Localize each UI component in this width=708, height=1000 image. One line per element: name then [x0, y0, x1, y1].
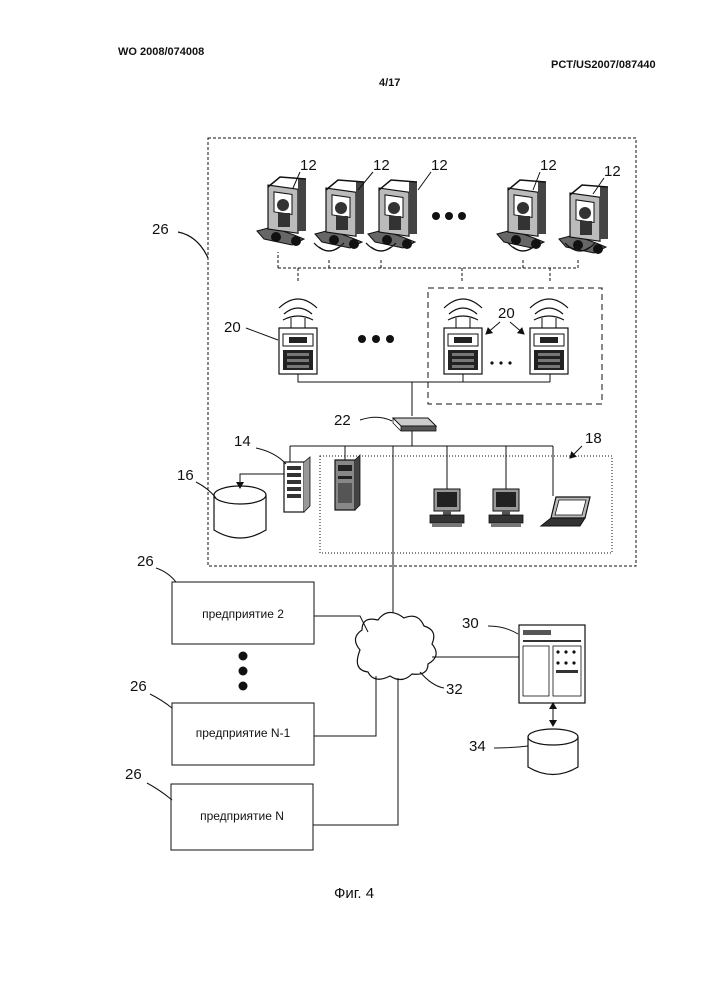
internet-cloud-icon — [355, 612, 436, 679]
label-access-point: 20 — [224, 319, 241, 336]
label-database: 16 — [177, 467, 194, 484]
label-enterprise: 26 — [137, 553, 154, 570]
forklift-icon — [257, 177, 306, 246]
label-access-point-group: 20 — [498, 305, 515, 322]
label-central-server: 30 — [462, 615, 479, 632]
forklift-icon — [315, 180, 364, 249]
label-central-database: 34 — [469, 738, 486, 755]
access-point-icon — [279, 299, 317, 374]
ellipsis-dots — [432, 212, 466, 220]
label-enterprise: 26 — [125, 766, 142, 783]
label-client-network: 18 — [585, 430, 602, 447]
access-point-icon — [444, 299, 482, 374]
ellipsis-dots — [490, 361, 511, 364]
figure-caption: Фиг. 4 — [334, 885, 374, 902]
database-icon — [214, 486, 266, 538]
tower-computer-icon — [335, 455, 360, 510]
ellipsis-dots — [358, 335, 394, 343]
label-forklift: 12 — [373, 157, 390, 174]
access-point-icon — [530, 299, 568, 374]
enterprise-label: предприятие 2 — [202, 607, 284, 621]
central-server-icon — [519, 625, 585, 703]
forklift-icon — [497, 180, 546, 249]
label-enterprise: 26 — [152, 221, 169, 238]
label-internet: 32 — [446, 681, 463, 698]
enterprise-label: предприятие N-1 — [196, 726, 291, 740]
ellipsis-vertical-dots — [239, 652, 248, 691]
label-forklift: 12 — [540, 157, 557, 174]
server-icon — [284, 457, 310, 512]
forklift-icon — [368, 180, 417, 249]
laptop-icon — [541, 497, 590, 526]
desktop-computer-icon — [489, 489, 523, 527]
enterprise-box: предприятие 2 — [172, 582, 314, 644]
label-server: 14 — [234, 433, 251, 450]
label-forklift: 12 — [300, 157, 317, 174]
central-database-icon — [528, 729, 578, 775]
enterprise-box: предприятие N-1 — [172, 703, 314, 765]
desktop-computer-icon — [430, 489, 464, 527]
network-switch-icon — [393, 418, 436, 431]
enterprise-label: предприятие N — [200, 809, 284, 823]
enterprise-box: предприятие N — [171, 784, 313, 850]
label-forklift: 12 — [604, 163, 621, 180]
label-switch: 22 — [334, 412, 351, 429]
label-forklift: 12 — [431, 157, 448, 174]
label-enterprise: 26 — [130, 678, 147, 695]
